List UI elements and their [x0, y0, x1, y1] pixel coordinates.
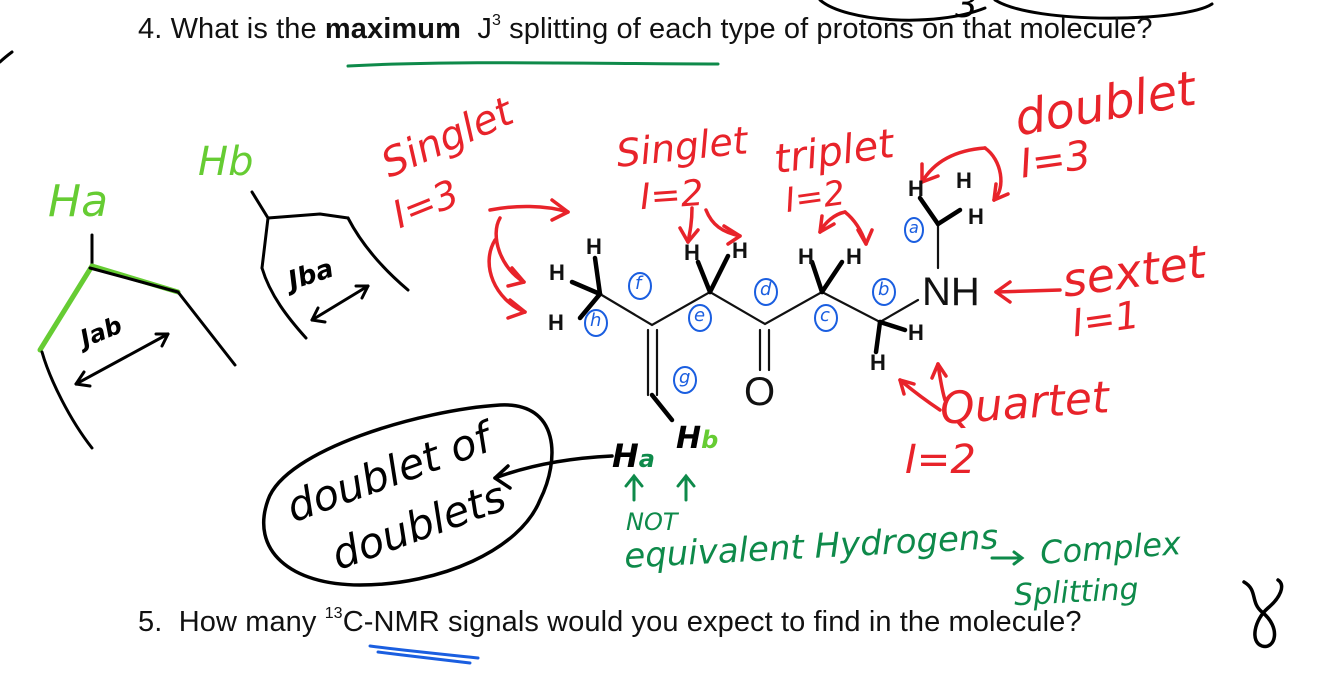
hb-label: Hb — [198, 139, 254, 185]
top-edge-ink — [0, 0, 1214, 64]
maximum-underline — [346, 61, 720, 68]
ha-coupling-sketch — [37, 233, 237, 450]
h-atom: H — [908, 176, 924, 201]
q4-number: 4. — [138, 13, 163, 45]
c13-underline — [368, 644, 480, 665]
h-atom: H — [586, 234, 602, 259]
doublet-i: I=3 — [1017, 132, 1094, 188]
h-atom: H — [956, 168, 972, 193]
hb-coupling-sketch — [250, 190, 410, 340]
complex-label: Complex — [1038, 524, 1183, 572]
vinyl-hb-sub: b — [701, 426, 719, 454]
sextet-i: I=1 — [1069, 292, 1142, 346]
vinyl-hb-h: H — [676, 421, 702, 456]
h-atom: H — [846, 244, 862, 269]
position-letter: b — [878, 279, 890, 300]
vinyl-hb: Hb — [676, 424, 718, 454]
vinyl-ha-sub: a — [638, 445, 655, 473]
question-5: 5. How many 13C-NMR signals would you ex… — [138, 606, 1082, 639]
singlet-b-i: I=2 — [638, 172, 706, 219]
position-letter: c — [820, 305, 830, 326]
vinyl-ha: Ha — [612, 440, 655, 472]
not-label: NOT — [626, 508, 678, 536]
splitting-label: Splitting — [1013, 571, 1140, 614]
h-atom: H — [968, 204, 984, 229]
red-arrows — [487, 146, 1062, 412]
q5-number: 5. — [138, 606, 163, 638]
answer-8: 8 — [1244, 578, 1281, 636]
position-letter: d — [760, 279, 772, 300]
position-letter: f — [635, 273, 642, 294]
h-atom: H — [684, 240, 700, 265]
q5-pre: How many — [178, 606, 317, 638]
h-atom: H — [798, 244, 814, 269]
q4-pre: What is the — [170, 13, 317, 45]
h-atom: H — [732, 238, 748, 263]
dd-callout — [262, 403, 1284, 649]
question-4: 4. What is the maximum J3 splitting of e… — [138, 13, 1153, 46]
quartet-label: Quartet — [938, 372, 1111, 435]
triplet-i: I=2 — [782, 173, 848, 221]
q5-sup: 13 — [324, 605, 343, 622]
amine-nh: NH — [922, 270, 980, 314]
q5-post: C-NMR signals would you expect to find i… — [342, 606, 1082, 638]
position-letter: a — [909, 218, 919, 237]
h-atom: H — [548, 310, 564, 335]
q4-j: J — [477, 13, 492, 45]
ha-label: Ha — [48, 176, 109, 227]
position-circles — [584, 217, 924, 394]
h-atom: H — [870, 350, 886, 375]
carbonyl-o: O — [744, 370, 776, 414]
circled-3: 3 — [955, 0, 978, 26]
molecule-ch-bonds — [569, 195, 963, 423]
h-atom: H — [549, 260, 565, 285]
vinyl-ha-h: H — [612, 437, 639, 475]
position-letter: e — [694, 305, 706, 326]
h-atom: H — [908, 320, 924, 345]
position-letter: h — [590, 310, 602, 331]
green-arrows — [624, 473, 1025, 566]
quartet-i: I=2 — [905, 437, 976, 483]
position-letter: g — [679, 367, 691, 388]
q4-sup: 3 — [491, 12, 501, 29]
q4-post: splitting of each type of protons on tha… — [509, 13, 1153, 45]
q4-bold: maximum — [324, 13, 461, 45]
